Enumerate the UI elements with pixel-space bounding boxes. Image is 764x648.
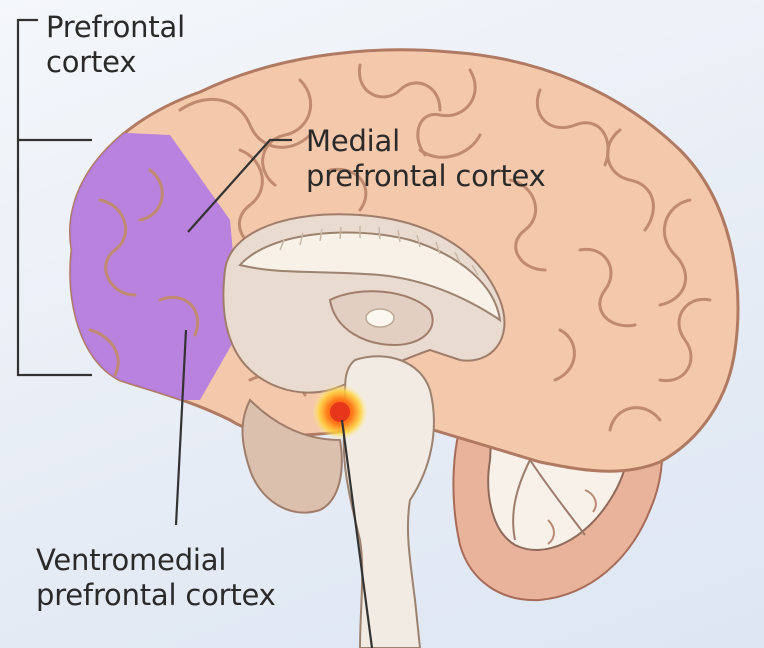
amygdala-highlight [312,384,368,440]
amygdala-leader [340,419,374,648]
ventromedial-prefrontal-cortex-label-line2: prefrontal cortex [36,578,276,612]
medial-pfc-leader [187,138,292,233]
corpus-callosum [238,231,502,323]
prefrontal-bracket [16,18,92,377]
medial-prefrontal-cortex-label: Medial prefrontal cortex [306,124,546,194]
ventromedial-prefrontal-cortex-label: Ventromedial prefrontal cortex [36,543,276,613]
medial-prefrontal-cortex-label-line2: prefrontal cortex [306,159,546,193]
ventromedial-prefrontal-cortex-label-line1: Ventromedial [36,543,227,577]
leader-lines [16,18,374,648]
prefrontal-cortex-label: Prefrontal cortex [46,10,185,80]
prefrontal-cortex-label-line2: cortex [46,45,137,79]
temporal-lobe [241,398,343,514]
medial-structures [222,213,506,648]
prefrontal-cortex-label-line1: Prefrontal [46,10,185,44]
vmpfc-leader [174,329,188,526]
medial-prefrontal-cortex-label-line1: Medial [306,124,400,158]
